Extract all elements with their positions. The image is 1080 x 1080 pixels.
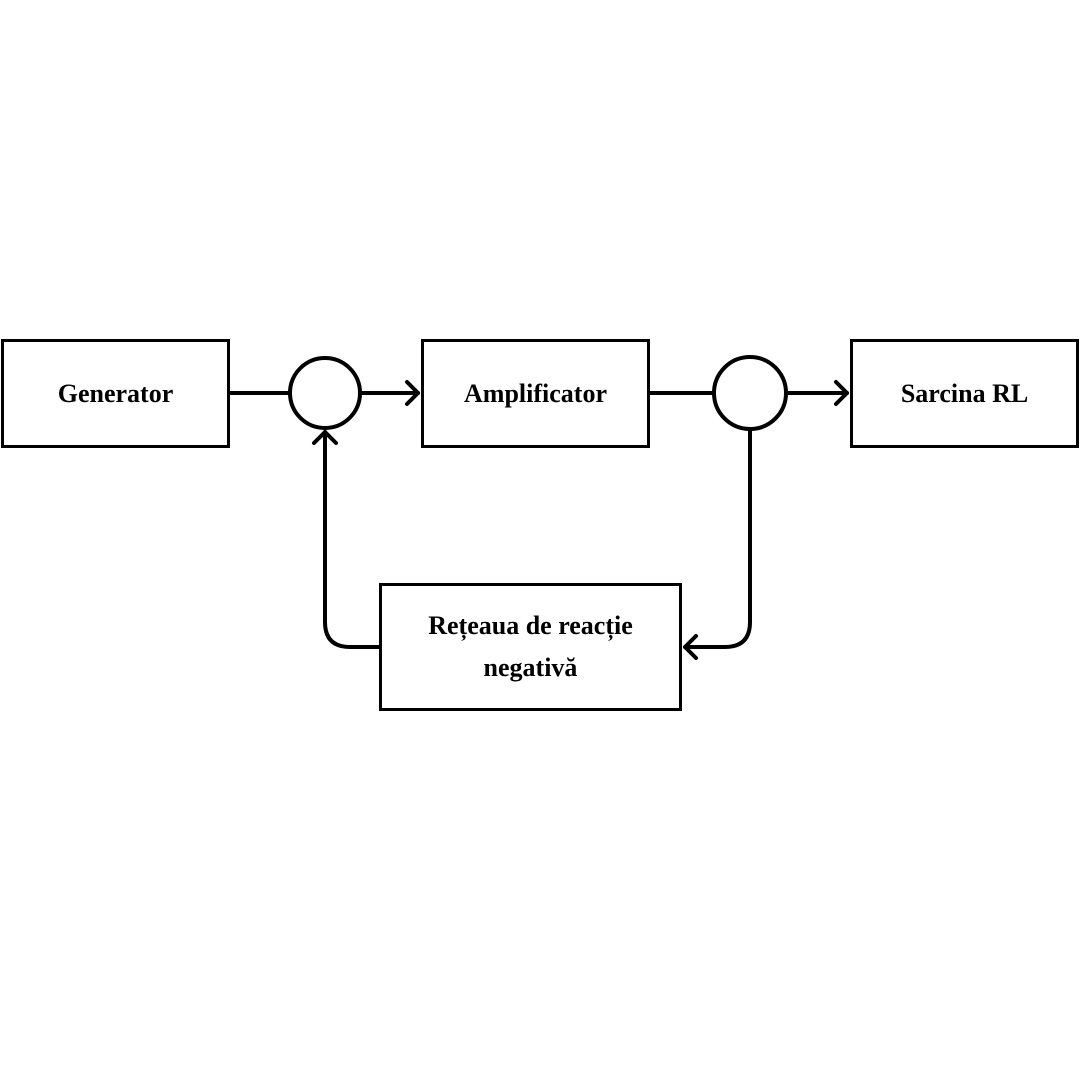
- arrow-summing-junction-to-amplifier: [359, 380, 420, 406]
- amplifier-label: Amplificator: [464, 378, 607, 408]
- feedback-network-block: Rețeaua de reacție negativă: [379, 583, 682, 711]
- arrow-sampling-junction-to-feedback-network: [683, 427, 752, 660]
- load-block: Sarcina RL: [850, 339, 1079, 448]
- input-summing-junction: [288, 356, 362, 430]
- generator-block: Generator: [1, 339, 230, 448]
- amplifier-block: Amplificator: [421, 339, 650, 448]
- generator-label: Generator: [57, 378, 174, 408]
- feedback-network-label-line-1: Rețeaua de reacție: [428, 611, 633, 641]
- load-label: Sarcina RL: [900, 378, 1029, 408]
- feedback-network-label-line-2: negativă: [483, 653, 578, 682]
- arrow-sampling-junction-to-load: [784, 380, 849, 406]
- output-sampling-junction: [712, 355, 788, 431]
- arrow-feedback-network-to-summing-junction: [312, 430, 381, 649]
